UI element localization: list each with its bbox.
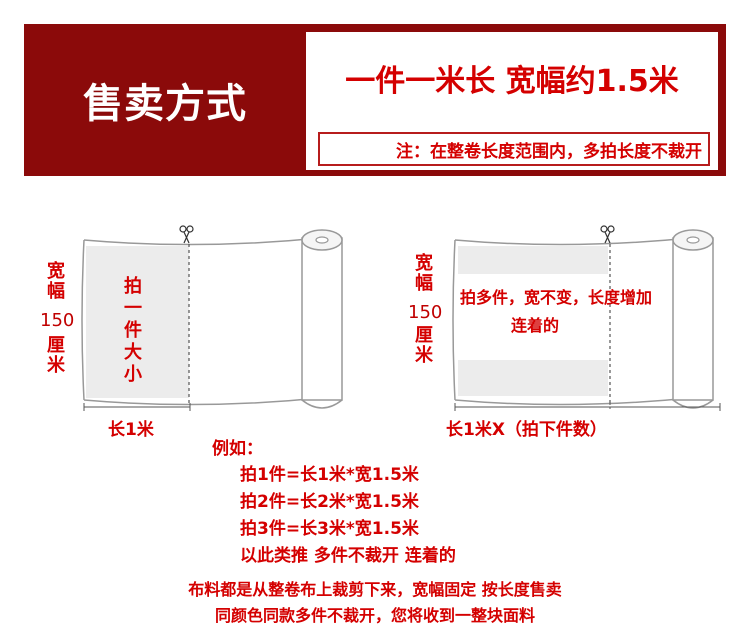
left-width-label: 宽幅 [47, 261, 65, 302]
length-dimension-right [454, 403, 721, 411]
left-fabric [81, 237, 321, 406]
length-dimension-left [83, 403, 191, 411]
right-length-label: 长1米X（拍下件数） [446, 420, 607, 440]
right-fabric [452, 237, 691, 406]
note-text: 注：在整卷长度范围内，多拍长度不裁开 [396, 141, 702, 162]
multi-piece-label-area [458, 274, 608, 360]
example-line: 以此类推 多件不裁开 连着的 [240, 546, 456, 566]
fabric-roll-icon [301, 229, 343, 409]
note-box: 注：在整卷长度范围内，多拍长度不裁开 [318, 132, 710, 166]
banner-info-panel: 一件一米长 宽幅约1.5米 注：在整卷长度范围内，多拍长度不裁开 [306, 32, 718, 170]
sale-method-title: 售卖方式 [83, 81, 247, 127]
right-inner-label-line2: 连着的 [510, 316, 559, 335]
example-line: 拍3件=长3米*宽1.5米 [240, 519, 419, 539]
example-heading: 例如： [212, 439, 263, 459]
right-width-unit: 厘米 [415, 325, 433, 366]
example-line: 拍1件=长1米*宽1.5米 [240, 465, 419, 485]
headline: 一件一米长 宽幅约1.5米 [345, 64, 679, 99]
left-width-value: 150 [40, 310, 75, 331]
scissors-icon [179, 225, 194, 244]
header-banner: 售卖方式 一件一米长 宽幅约1.5米 注：在整卷长度范围内，多拍长度不裁开 [24, 24, 726, 176]
right-width-label: 宽幅 [415, 253, 433, 294]
footer-line2: 同颜色同款多件不裁开，您将收到一整块面料 [214, 606, 535, 625]
fabric-roll-icon [672, 229, 714, 409]
example-line: 拍2件=长2米*宽1.5米 [240, 492, 419, 512]
left-inner-label: 拍一件大小 [124, 276, 142, 385]
left-width-unit: 厘米 [47, 335, 65, 376]
left-length-label: 长1米 [108, 420, 154, 440]
right-inner-label-line1: 拍多件，宽不变，长度增加 [460, 288, 653, 307]
footer-line1: 布料都是从整卷布上裁剪下来，宽幅固定 按长度售卖 [188, 580, 562, 599]
scissors-icon [600, 225, 615, 244]
right-width-value: 150 [408, 302, 443, 323]
one-piece-area [86, 246, 189, 398]
